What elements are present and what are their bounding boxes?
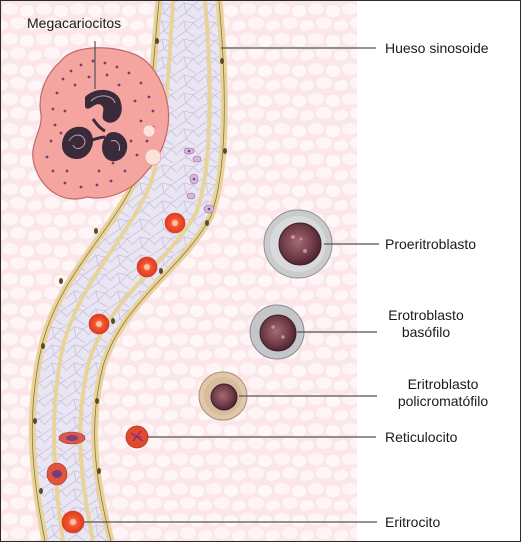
reticulocyte-cell: [126, 426, 148, 448]
label-reticulocito: Reticulocito: [385, 429, 457, 446]
label-erotroblasto-line2: basófilo: [379, 324, 473, 341]
label-eritroblasto-line1: Eritroblasto: [381, 376, 505, 393]
label-erotroblasto-line1: Erotroblasto: [379, 307, 473, 324]
label-erotroblasto-basofilo: Erotroblasto basófilo: [379, 307, 473, 341]
proerythroblast-cell: [264, 210, 332, 278]
label-eritrocito: Eritrocito: [385, 514, 440, 531]
basophilic-erythroblast-cell: [250, 305, 304, 359]
label-proeritroblasto: Proeritroblasto: [385, 236, 476, 253]
label-hueso-sinosoide: Hueso sinosoide: [385, 40, 489, 57]
label-megacariocitos: Megacariocitos: [27, 15, 121, 32]
label-eritroblasto-policromatofilo: Eritroblasto policromatófilo: [381, 376, 505, 410]
label-eritroblasto-line2: policromatófilo: [381, 393, 505, 410]
